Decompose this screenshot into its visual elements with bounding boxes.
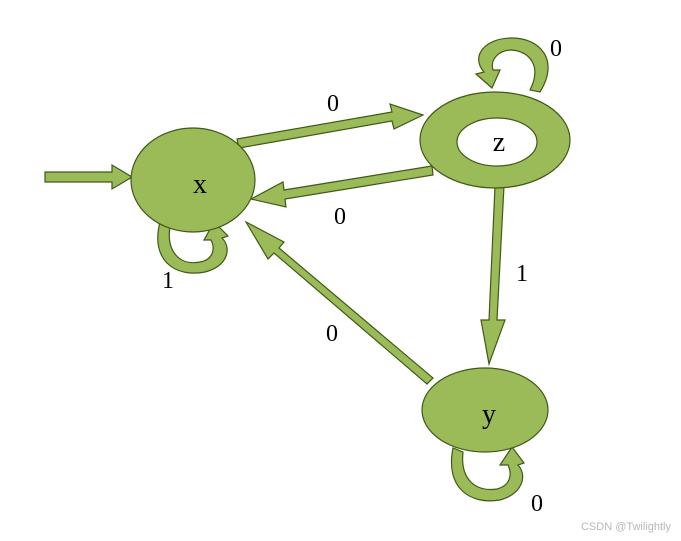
- state-z-accepting-ring: [456, 117, 538, 167]
- self-loop-z: [474, 37, 549, 93]
- state-x-label: x: [193, 169, 207, 200]
- state-y-label: y: [482, 399, 496, 430]
- state-z-label: z: [493, 127, 505, 158]
- self-loop-y: [451, 445, 525, 502]
- edge-x-to-z: [236, 103, 425, 149]
- self-loop-y-label: 0: [531, 491, 543, 517]
- edge-y-to-x: [244, 220, 434, 385]
- watermark: CSDN @Twilightly: [580, 521, 671, 533]
- edge-z-to-x: [249, 165, 434, 208]
- state-y: [421, 367, 549, 453]
- edge-z-to-x-label: 0: [334, 204, 346, 230]
- self-loop-x: [157, 221, 230, 274]
- edge-y-to-x-label: 0: [326, 321, 338, 347]
- self-loop-z-label: 0: [550, 36, 562, 62]
- self-loop-x-label: 1: [162, 268, 174, 294]
- start-arrow: [44, 163, 134, 191]
- edge-x-to-z-label: 0: [327, 91, 339, 117]
- edge-z-to-y: [480, 185, 506, 367]
- state-x: [130, 127, 256, 233]
- edge-z-to-y-label: 1: [516, 261, 528, 287]
